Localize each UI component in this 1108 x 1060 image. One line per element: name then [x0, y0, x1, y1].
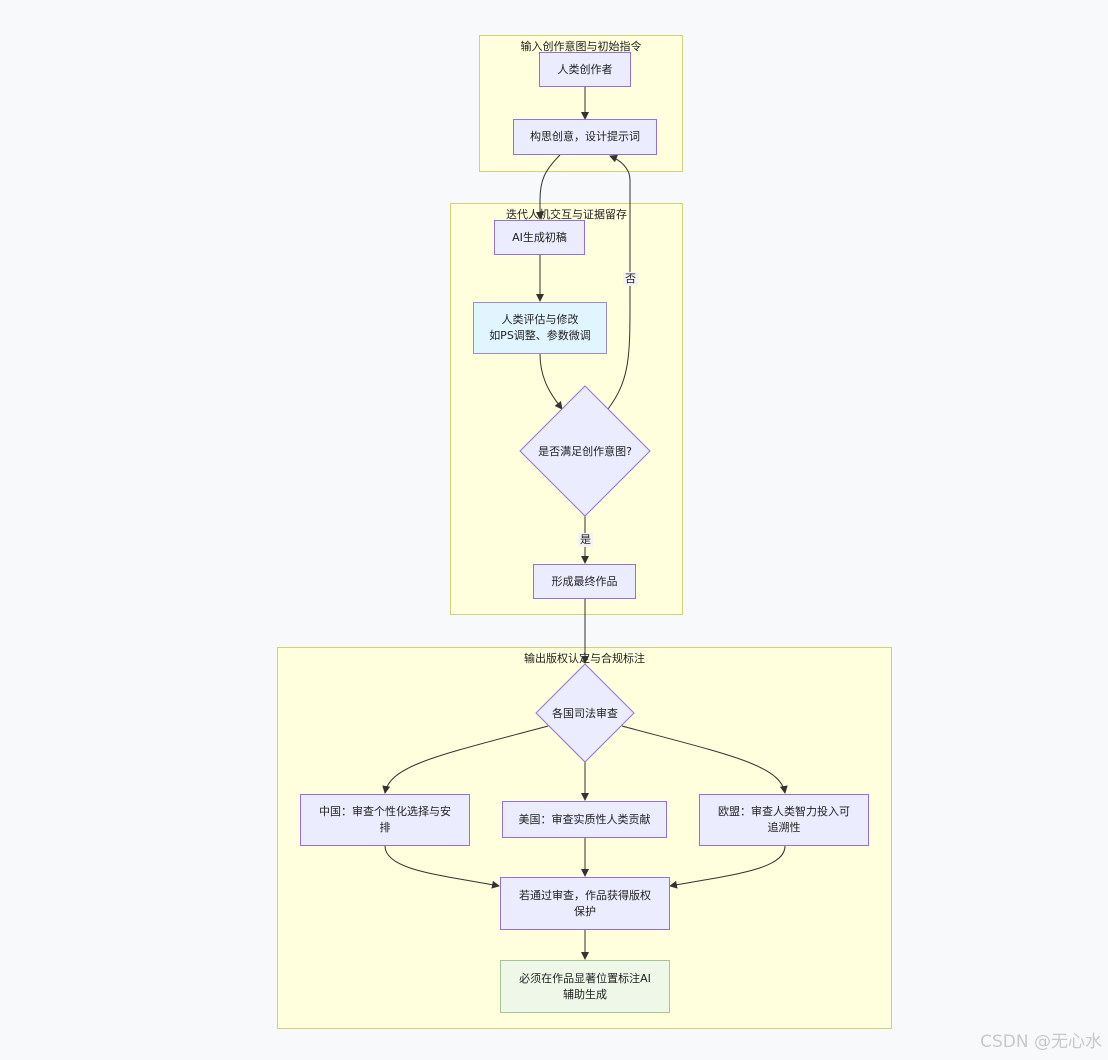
- node-protect-line2: 保护: [574, 904, 596, 918]
- node-ai-draft-label: AI生成初稿: [512, 230, 567, 244]
- cluster-input-title: 输入创作意图与初始指令: [520, 40, 642, 53]
- node-human-edit-line2: 如PS调整、参数微调: [489, 329, 591, 342]
- edge-decision-no: [607, 154, 631, 410]
- node-protect: 若通过审查，作品获得版权 保护: [500, 877, 670, 930]
- watermark: CSDN @无心水: [980, 1032, 1102, 1052]
- node-eu: 欧盟：审查人类智力投入可 追溯性: [699, 794, 869, 846]
- decision-satisfied: 是否满足创作意图?: [520, 436, 650, 466]
- node-usa: 美国：审查实质性人类贡献: [502, 801, 667, 838]
- cluster-iterate: 迭代人机交互与证据留存: [450, 203, 683, 615]
- node-eu-line1: 欧盟：审查人类智力投入可: [718, 805, 850, 818]
- node-final: 形成最终作品: [533, 564, 636, 599]
- decision-jurisdiction-shape: [535, 663, 635, 763]
- node-label-ai-line2: 辅助生成: [563, 987, 607, 1001]
- edge-eu-protect: [669, 845, 786, 889]
- edge-label-no: 否: [623, 272, 638, 286]
- decision-jurisdiction-label: 各国司法审查: [552, 707, 618, 720]
- node-china: 中国：审查个性化选择与安 排: [300, 794, 470, 846]
- decision-satisfied-label: 是否满足创作意图?: [538, 445, 632, 458]
- node-human-edit-line1: 人类评估与修改: [501, 313, 579, 326]
- node-eu-line2: 追溯性: [767, 821, 801, 834]
- edge-label-yes: 是: [578, 533, 593, 547]
- decision-jurisdiction: 各国司法审查: [536, 698, 634, 728]
- node-creator-label: 人类创作者: [557, 62, 613, 76]
- node-final-label: 形成最终作品: [551, 574, 618, 588]
- node-china-line1: 中国：审查个性化选择与安: [319, 805, 451, 818]
- node-human-edit: 人类评估与修改 如PS调整、参数微调: [473, 302, 607, 354]
- node-concept: 构思创意，设计提示词: [513, 119, 657, 155]
- node-protect-line1: 若通过审查，作品获得版权: [519, 888, 651, 902]
- edge-edit-decision: [539, 353, 563, 410]
- node-usa-label: 美国：审查实质性人类贡献: [518, 812, 651, 826]
- edge-china-protect: [384, 845, 500, 889]
- node-creator: 人类创作者: [539, 52, 631, 87]
- node-ai-draft: AI生成初稿: [494, 220, 585, 255]
- node-label-ai-line1: 必须在作品显著位置标注AI: [519, 971, 651, 985]
- edge-jur-eu: [621, 725, 788, 794]
- node-concept-label: 构思创意，设计提示词: [530, 130, 640, 143]
- decision-satisfied-shape: [519, 385, 651, 517]
- edge-concept-aidraft: [536, 154, 561, 220]
- node-china-line2: 排: [379, 821, 391, 834]
- edge-jur-china: [382, 725, 549, 794]
- node-label-ai: 必须在作品显著位置标注AI 辅助生成: [500, 960, 670, 1013]
